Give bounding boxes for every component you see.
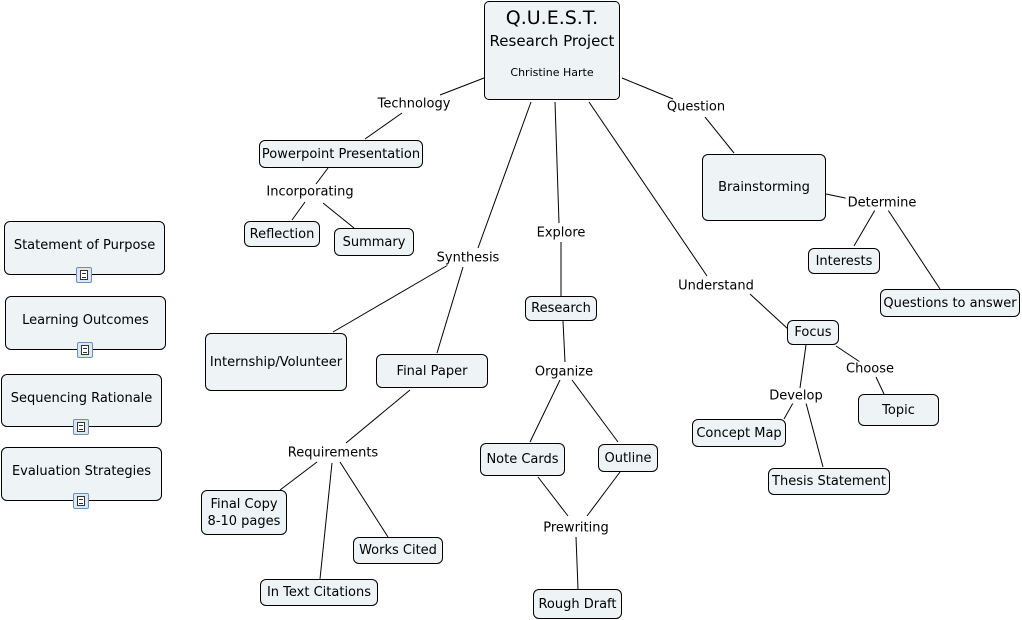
- final-paper-label: Final Paper: [396, 363, 468, 379]
- rough-draft-label: Rough Draft: [538, 596, 617, 612]
- learning-outcomes-label: Learning Outcomes: [22, 313, 149, 328]
- note-cards-label: Note Cards: [486, 452, 559, 467]
- connector-line: [562, 320, 566, 363]
- connector-line: [835, 345, 861, 363]
- interests-label: Interests: [815, 253, 873, 269]
- in-text-citations-label: In Text Citations: [266, 585, 372, 600]
- focus-label: Focus: [794, 325, 832, 340]
- root-node[interactable]: Q.U.E.S.T. Research Project Christine Ha…: [484, 1, 620, 100]
- link-label-explore: Explore: [534, 225, 588, 241]
- connector-line: [322, 202, 355, 229]
- root-title: Q.U.E.S.T.: [505, 7, 599, 29]
- connector-line: [529, 379, 561, 443]
- final-paper-node[interactable]: Final Paper: [376, 354, 488, 388]
- statement-of-purpose-label: Statement of Purpose: [13, 238, 156, 253]
- connector-line: [291, 201, 306, 221]
- final-copy-label: Final Copy 8-10 pages: [207, 496, 281, 529]
- connector-line: [345, 389, 411, 444]
- concept-map-node[interactable]: Concept Map: [692, 419, 786, 447]
- outline-node[interactable]: Outline: [598, 444, 658, 472]
- link-label-technology: Technology: [375, 96, 453, 112]
- outline-label: Outline: [604, 450, 652, 466]
- link-label-synthesis: Synthesis: [434, 250, 502, 266]
- connector-line: [749, 293, 789, 330]
- reflection-node[interactable]: Reflection: [244, 221, 320, 247]
- connector-line: [887, 209, 941, 290]
- brainstorming-label: Brainstorming: [718, 180, 810, 195]
- connector-line: [315, 167, 329, 185]
- connector-line: [554, 101, 560, 224]
- evaluation-strategies-label: Evaluation Strategies: [11, 464, 152, 479]
- document-icon[interactable]: [76, 267, 92, 283]
- research-label: Research: [531, 301, 591, 316]
- note-cards-node[interactable]: Note Cards: [480, 443, 565, 476]
- link-label-requirements: Requirements: [285, 445, 381, 461]
- sequencing-rationale-label: Sequencing Rationale: [10, 391, 153, 406]
- thesis-statement-label: Thesis Statement: [772, 474, 886, 489]
- statement-of-purpose-node[interactable]: Statement of Purpose: [4, 221, 165, 275]
- link-label-understand: Understand: [676, 278, 756, 294]
- connector-line: [588, 101, 708, 277]
- connector-line: [477, 101, 532, 249]
- summary-label: Summary: [342, 234, 406, 250]
- link-label-develop: Develop: [767, 388, 825, 404]
- summary-node[interactable]: Summary: [334, 228, 414, 256]
- research-node[interactable]: Research: [525, 296, 597, 321]
- link-label-determine: Determine: [845, 195, 919, 211]
- document-icon[interactable]: [73, 419, 89, 435]
- connector-line: [279, 461, 318, 491]
- connector-line: [537, 476, 569, 517]
- concept-map-label: Concept Map: [696, 425, 782, 441]
- link-label-prewriting: Prewriting: [541, 520, 611, 536]
- reflection-label: Reflection: [249, 226, 315, 242]
- works-cited-node[interactable]: Works Cited: [353, 537, 443, 564]
- focus-node[interactable]: Focus: [787, 320, 839, 345]
- rough-draft-node[interactable]: Rough Draft: [533, 589, 622, 619]
- connector-line: [364, 112, 403, 140]
- root-subtitle: Research Project: [489, 32, 615, 50]
- thesis-statement-node[interactable]: Thesis Statement: [768, 468, 890, 495]
- connector-line: [586, 471, 621, 517]
- topic-node[interactable]: Topic: [858, 394, 939, 426]
- sequencing-rationale-node[interactable]: Sequencing Rationale: [1, 374, 162, 427]
- questions-to-answer-node[interactable]: Questions to answer: [880, 289, 1020, 317]
- evaluation-strategies-node[interactable]: Evaluation Strategies: [1, 447, 162, 501]
- questions-to-answer-label: Questions to answer: [883, 295, 1017, 311]
- internship-volunteer-label: Internship/Volunteer: [209, 354, 343, 370]
- connector-line: [319, 462, 333, 580]
- connector-line: [339, 461, 389, 538]
- connector-line: [575, 536, 579, 590]
- internship-volunteer-node[interactable]: Internship/Volunteer: [205, 333, 347, 391]
- connector-line: [875, 376, 885, 395]
- link-label-question: Question: [664, 99, 728, 115]
- powerpoint-presentation-node[interactable]: Powerpoint Presentation: [259, 140, 423, 168]
- connector-line: [332, 264, 449, 333]
- connector-line: [799, 344, 807, 389]
- powerpoint-presentation-label: Powerpoint Presentation: [261, 146, 421, 162]
- connector-line: [439, 77, 485, 96]
- root-author: Christine Harte: [510, 66, 594, 79]
- document-icon[interactable]: [77, 342, 93, 358]
- in-text-citations-node[interactable]: In Text Citations: [260, 579, 378, 606]
- link-label-choose: Choose: [844, 361, 896, 377]
- connector-line: [853, 209, 876, 247]
- works-cited-label: Works Cited: [359, 543, 437, 558]
- learning-outcomes-node[interactable]: Learning Outcomes: [5, 296, 166, 350]
- interests-node[interactable]: Interests: [808, 248, 880, 274]
- link-label-incorporating: Incorporating: [264, 184, 356, 200]
- connector-line: [704, 116, 735, 154]
- brainstorming-node[interactable]: Brainstorming: [702, 154, 826, 221]
- connector-line: [621, 77, 674, 100]
- connector-line: [783, 402, 794, 420]
- link-label-organize: Organize: [532, 364, 596, 380]
- connector-line: [571, 379, 619, 443]
- document-icon[interactable]: [73, 493, 89, 509]
- connector-line: [436, 266, 464, 354]
- connector-line: [805, 402, 824, 468]
- topic-label: Topic: [882, 402, 915, 418]
- final-copy-node[interactable]: Final Copy 8-10 pages: [201, 490, 287, 535]
